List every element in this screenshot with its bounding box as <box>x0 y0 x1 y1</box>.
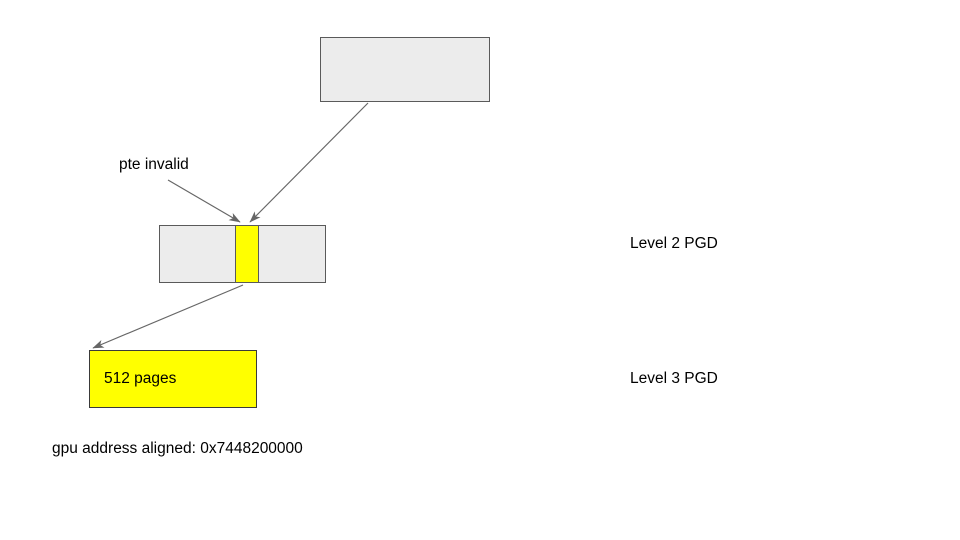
level3-leaf-box-label: 512 pages <box>104 370 177 388</box>
level3-leaf-box: 512 pages <box>89 350 257 408</box>
pte-invalid-annotation: pte invalid <box>119 156 189 173</box>
top-level-box <box>320 37 490 102</box>
arrow-pte-invalid-label-to-cell <box>167 179 241 223</box>
level2-cell-right <box>258 225 326 283</box>
level-label-level2-pgd: Level 2 PGD <box>630 235 718 252</box>
arrow-topbox-to-invalid-pte <box>249 102 369 223</box>
arrow-invalid-pte-to-leaf-box <box>92 284 244 349</box>
level2-cell-left <box>159 225 236 283</box>
level-label-level3-pgd: Level 3 PGD <box>630 370 718 387</box>
level2-cell-invalid-pte <box>235 225 259 283</box>
gpu-address-annotation: gpu address aligned: 0x7448200000 <box>52 440 303 457</box>
